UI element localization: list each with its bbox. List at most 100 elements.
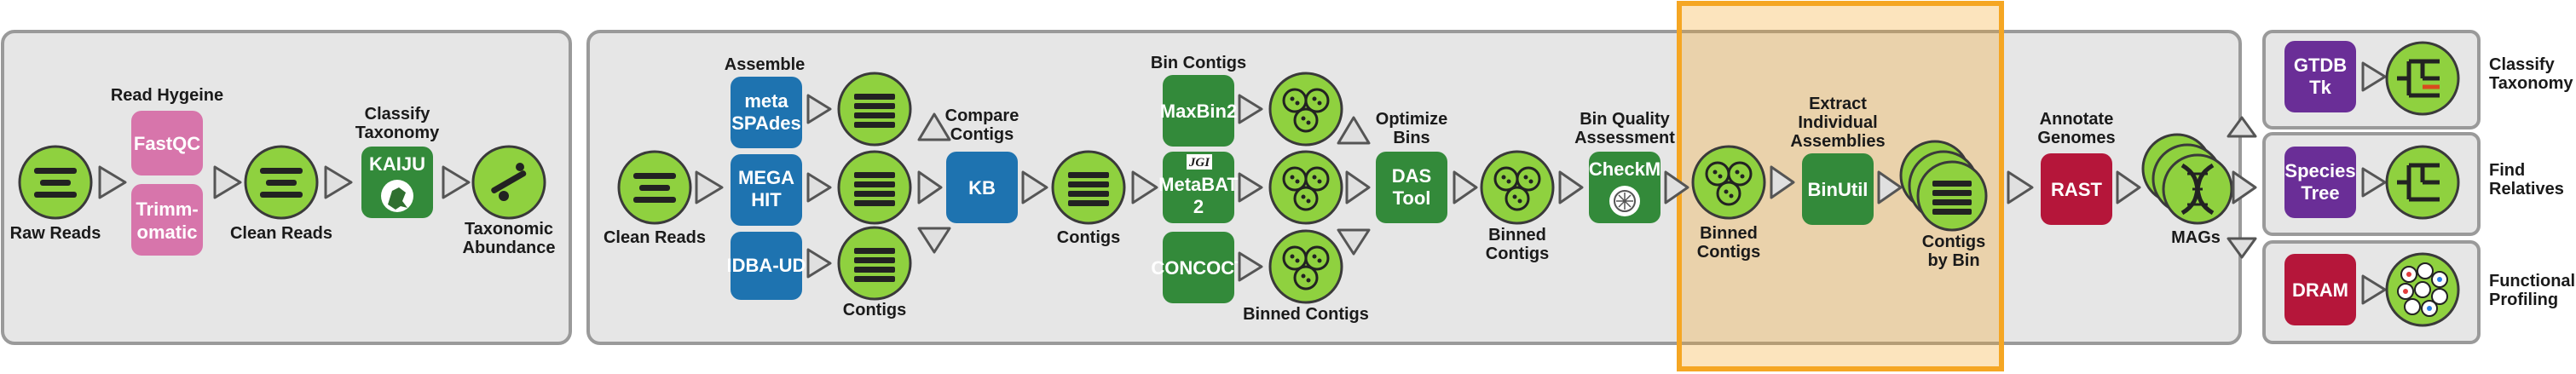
- tree-node-2: [2385, 145, 2460, 220]
- contigs-by-bin-node: [1899, 140, 1988, 232]
- taxonomic-abundance-node: [471, 145, 546, 220]
- annotate-genomes-label-2: Genomes: [2037, 129, 2115, 147]
- idba-ud-label: IDBA-UD: [727, 255, 806, 276]
- arrow-icon: [2007, 170, 2034, 204]
- classify-taxonomy-label-1: Classify: [365, 105, 431, 124]
- das-tool-button[interactable]: [1376, 152, 1447, 223]
- classify-taxonomy-label-2: Taxonomy: [355, 124, 440, 142]
- metaspades-button[interactable]: [731, 77, 802, 148]
- metabat2-button[interactable]: [1163, 152, 1234, 223]
- metabat2-label-1: MetaBAT: [1158, 174, 1239, 195]
- extract-label-2: Individual: [1798, 113, 1877, 132]
- contigs-node-3: [837, 226, 912, 301]
- binned-contigs-node-2: [1268, 150, 1343, 225]
- arrow-icon: [917, 170, 943, 204]
- arrow-icon: [1238, 172, 1263, 203]
- raw-reads-label: Raw Reads: [10, 224, 101, 243]
- arrow-down-icon: [2227, 237, 2257, 259]
- binned-contigs-label: Binned Contigs: [1243, 305, 1369, 324]
- jgi-label: JGI: [1188, 156, 1210, 170]
- taxonomic-abundance-label-1: Taxonomic: [465, 220, 553, 239]
- contigs-by-bin-label-1: Contigs: [1922, 233, 1985, 251]
- arrow-icon: [806, 94, 832, 124]
- checkm-label: CheckM: [1589, 158, 1661, 180]
- dram-button[interactable]: [2284, 254, 2356, 325]
- mags-node: [2141, 133, 2233, 225]
- optimized-binned-label-1: Binned: [1488, 226, 1546, 245]
- binned-contigs-input-label-1: Binned: [1700, 224, 1758, 243]
- species-tree-label-2: Tree: [2301, 182, 2339, 204]
- maxbin2-button[interactable]: [1163, 75, 1234, 147]
- checkm-logo-icon: [1609, 186, 1640, 216]
- functional-profiling-label-1: Functional: [2489, 272, 2575, 291]
- idba-ud-button[interactable]: [731, 232, 802, 300]
- metaspades-label-1: meta: [744, 90, 788, 112]
- raw-reads-node: [18, 145, 93, 220]
- assemble-label: Assemble: [725, 55, 806, 74]
- binned-contigs-node-1: [1268, 72, 1343, 147]
- binned-contigs-input-label-2: Contigs: [1697, 243, 1760, 262]
- clean-reads-label: Clean Reads: [230, 224, 332, 243]
- arrow-icon: [1877, 170, 1903, 204]
- gtdb-tk-button[interactable]: [2284, 41, 2356, 112]
- binutil-button[interactable]: [1802, 153, 1874, 225]
- das-tool-label-2: Tool: [1393, 187, 1431, 209]
- arrow-icon: [2361, 274, 2387, 305]
- functional-profile-node: [2385, 252, 2460, 327]
- arrow-icon: [1131, 170, 1158, 204]
- fastqc-button[interactable]: [131, 111, 203, 175]
- taxonomic-abundance-label-2: Abundance: [463, 239, 556, 257]
- arrow-up-icon: [2227, 116, 2257, 138]
- functional-profiling-label-2: Profiling: [2489, 291, 2558, 309]
- extract-label-3: Assemblies: [1790, 132, 1885, 151]
- arrow-icon: [1664, 170, 1689, 204]
- contigs-node-2: [837, 150, 912, 225]
- contigs-compared-node: [1051, 150, 1126, 225]
- arrow-icon: [1238, 94, 1263, 124]
- clean-reads-node: [244, 145, 319, 220]
- gtdb-tk-label-1: GTDB: [2294, 55, 2347, 76]
- trimmomatic-button[interactable]: [131, 184, 203, 256]
- find-relatives-label-1: Find: [2489, 161, 2525, 180]
- arrow-icon: [1238, 251, 1263, 282]
- bin-contigs-label: Bin Contigs: [1151, 54, 1246, 72]
- read-hygiene-label: Read Hygeine: [111, 86, 223, 105]
- arrow-up-icon: [1337, 116, 1371, 145]
- arrow-icon: [1558, 170, 1584, 204]
- metabat2-label-2: 2: [1193, 196, 1204, 217]
- kb-button[interactable]: [946, 152, 1018, 223]
- optimize-bins-label-1: Optimize: [1376, 110, 1447, 129]
- binned-contigs-node-3: [1268, 229, 1343, 304]
- dram-label: DRAM: [2292, 279, 2348, 301]
- compare-contigs-label-1: Compare: [945, 106, 1019, 125]
- arrow-icon: [442, 165, 471, 199]
- bin-quality-label-1: Bin Quality: [1580, 110, 1670, 129]
- find-relatives-label-2: Relatives: [2489, 180, 2564, 199]
- megahit-button[interactable]: [731, 154, 802, 226]
- arrow-icon: [1021, 170, 1048, 204]
- arrow-icon: [1770, 165, 1795, 199]
- classify-taxonomy-label-a: Classify: [2489, 55, 2556, 74]
- arrow-icon: [806, 172, 832, 203]
- annotate-genomes-label-1: Annotate: [2040, 110, 2114, 129]
- concoct-label: CONCOCT: [1151, 257, 1246, 279]
- kaiju-label: KAIJU: [369, 153, 425, 175]
- megahit-label-1: MEGA: [738, 167, 794, 188]
- concoct-button[interactable]: [1163, 232, 1234, 303]
- optimized-binned-label-2: Contigs: [1486, 245, 1549, 263]
- das-tool-label-1: DAS: [1392, 165, 1431, 187]
- maxbin2-label: MaxBin2: [1160, 101, 1237, 122]
- arrow-icon: [2232, 170, 2257, 204]
- species-tree-button[interactable]: [2284, 147, 2356, 218]
- kaiju-logo-icon: [381, 180, 413, 212]
- tree-node-1: [2385, 41, 2460, 116]
- optimized-bins-node: [1480, 150, 1555, 225]
- megahit-label-2: HIT: [751, 189, 782, 210]
- arrow-icon: [324, 165, 353, 199]
- classify-taxonomy-label-b: Taxonomy: [2489, 74, 2573, 93]
- species-tree-label-1: Species: [2284, 160, 2355, 181]
- arrow-icon: [1453, 170, 1478, 204]
- rast-button[interactable]: [2041, 153, 2112, 225]
- jgi-logo-icon: [1187, 154, 1212, 170]
- binned-contigs-input-node: [1691, 145, 1766, 220]
